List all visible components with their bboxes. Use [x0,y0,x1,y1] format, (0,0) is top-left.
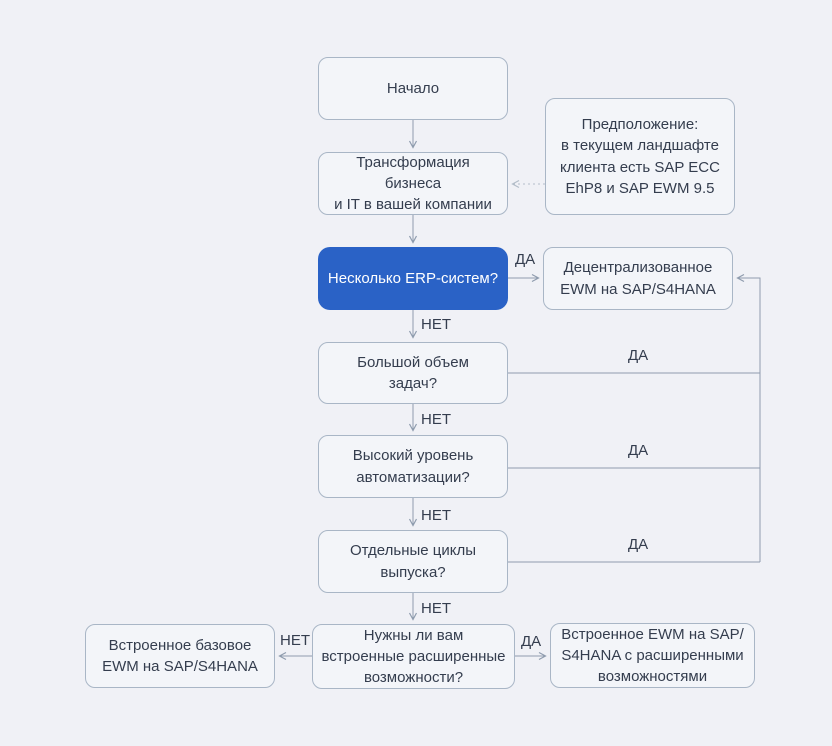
node-erp-question: Несколько ERP-систем? [318,247,508,310]
label-erp-yes: ДА [515,251,536,268]
label-cycles-no: НЕТ [421,600,451,617]
node-need-question: Нужны ли вам встроенные расширенные возм… [312,624,515,689]
label-need-no: НЕТ [280,632,310,649]
label-automation-yes: ДА [628,442,649,459]
label-volume-no: НЕТ [421,411,451,428]
edge-collector-to-decentralized [736,273,761,562]
node-assumption: Предположение: в текущем ландшафте клиен… [545,98,735,215]
label-automation-no: НЕТ [421,507,451,524]
node-transformation: Трансформация бизнеса и IT в вашей компа… [318,152,508,215]
node-volume-question: Большой объем задач? [318,342,508,404]
label-cycles-yes: ДА [628,536,649,553]
label-volume-yes: ДА [628,347,649,364]
label-erp-no: НЕТ [421,316,451,333]
node-basic-ewm: Встроенное базовое EWM на SAP/S4HANA [85,624,275,688]
node-cycles-question: Отдельные циклы выпуска? [318,530,508,593]
node-advanced-ewm: Встроенное EWM на SAP/ S4HANA с расширен… [550,623,755,688]
node-decentralized-ewm: Децентрализованное EWM на SAP/S4HANA [543,247,733,310]
node-start: Начало [318,57,508,120]
node-automation-question: Высокий уровень автоматизации? [318,435,508,498]
label-need-yes: ДА [521,633,542,650]
